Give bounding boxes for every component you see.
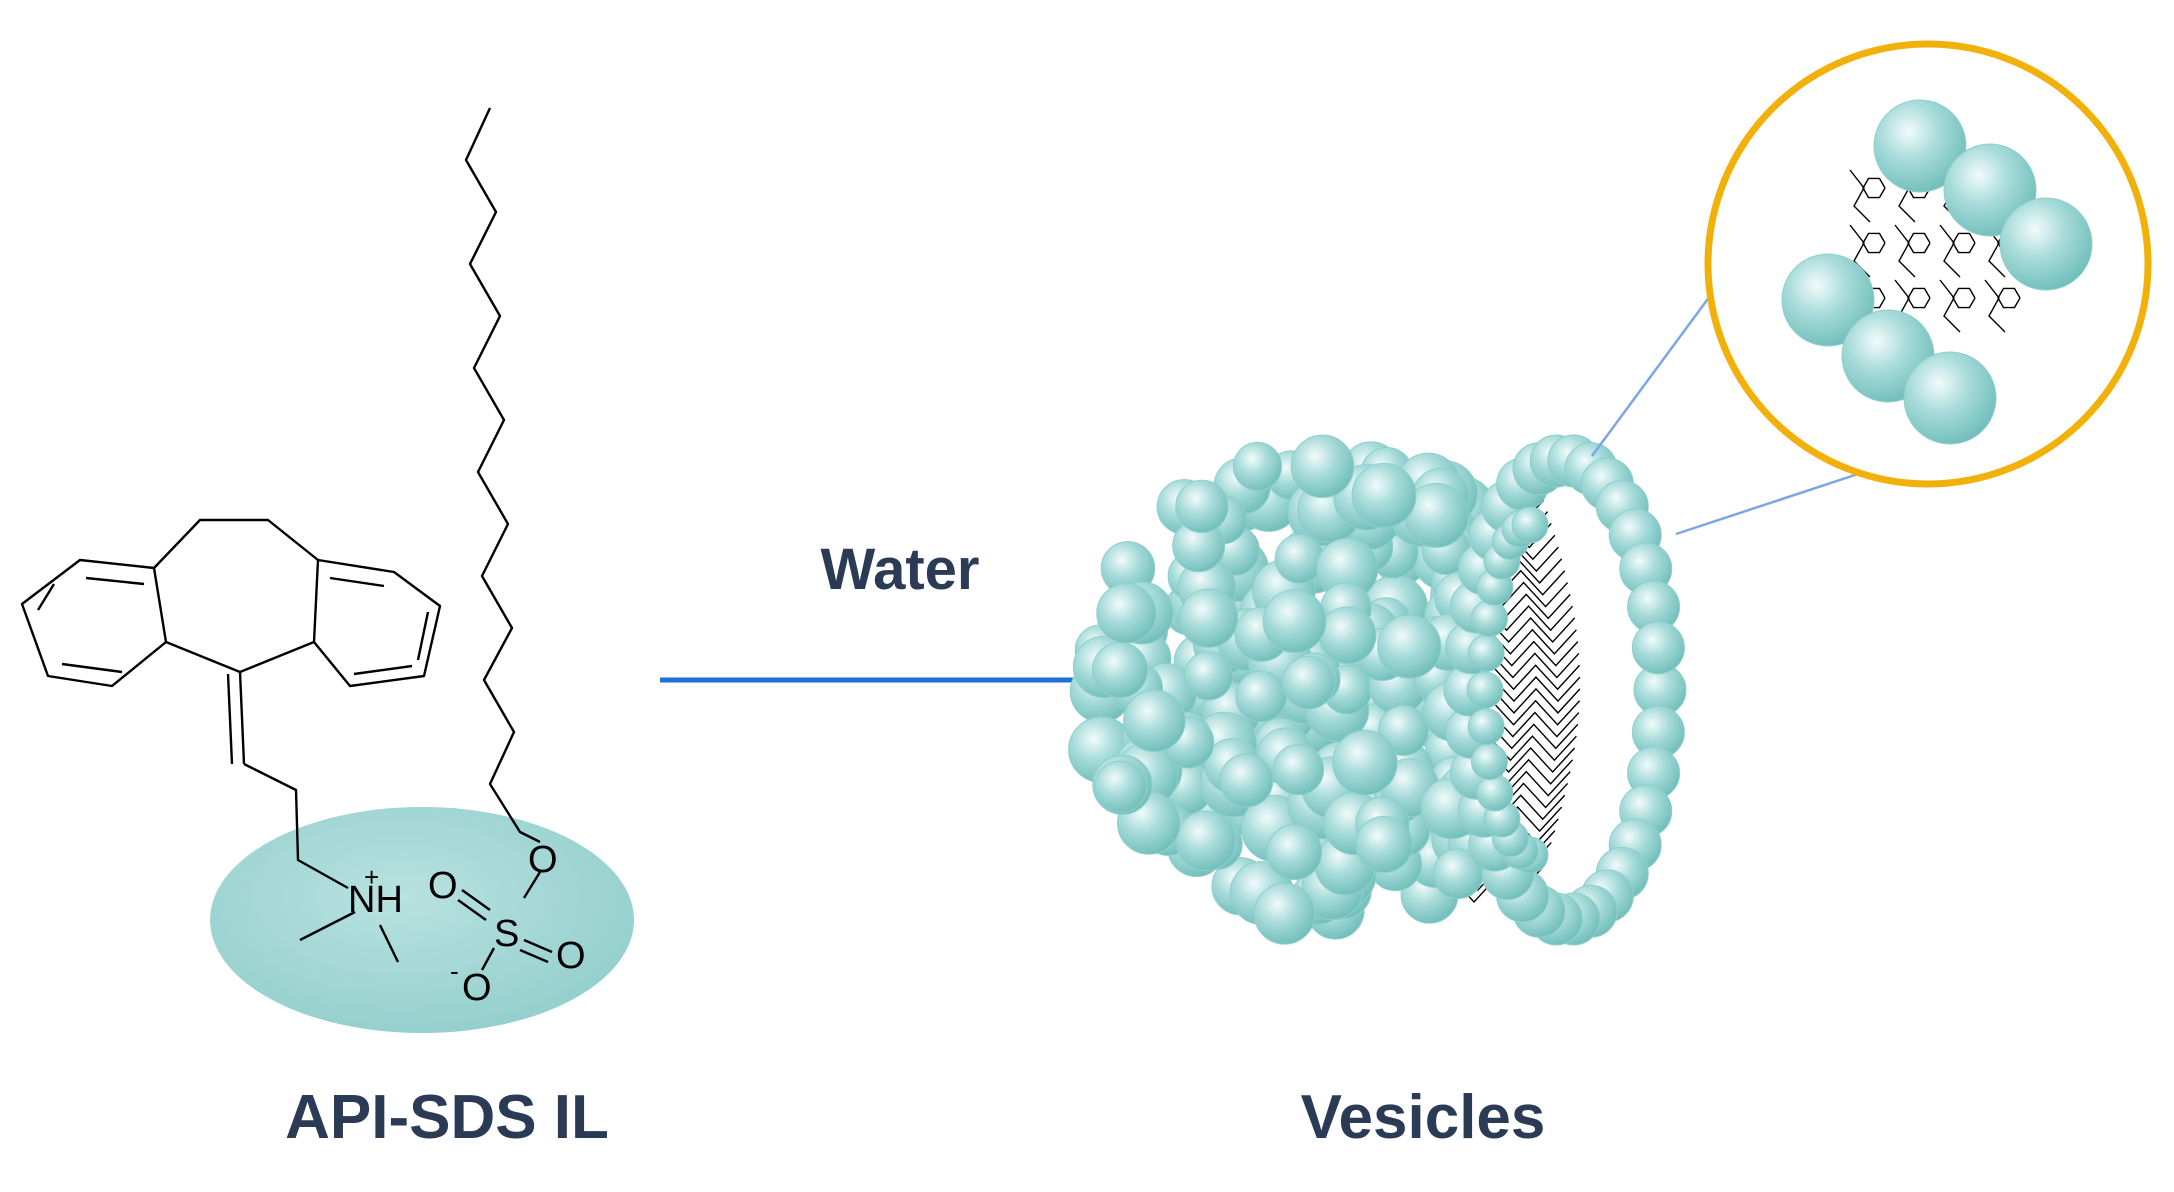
zoom-tail-line (1849, 169, 1871, 223)
vesicle-sphere (1281, 655, 1336, 710)
zoom-tail-line (1984, 279, 2006, 333)
vesicle-sphere (1467, 708, 1505, 746)
vesicle-sphere (1262, 589, 1327, 653)
headgroup-ellipse (210, 807, 634, 1033)
vesicle-sphere (1332, 729, 1398, 796)
zoom-ring-line (1952, 232, 1976, 254)
magnifier-circle-icon (1704, 40, 2152, 488)
zoom-ring-line (1862, 177, 1886, 199)
zoom-connector-lines (1590, 295, 1859, 536)
vesicle-sphere (1290, 434, 1355, 499)
zoom-sphere (1903, 351, 1997, 445)
ammonium-label: NH (348, 879, 403, 921)
oxygen-anion: O (462, 967, 492, 1009)
vesicle-sphere (1476, 774, 1514, 812)
zoom-sphere (1999, 197, 2093, 291)
vesicle-sphere (1466, 671, 1504, 709)
ammonium-charge: + (364, 862, 379, 892)
vesicle-sphere (1235, 670, 1287, 723)
vesicle-sphere (1355, 815, 1413, 874)
zoom-ring-line (1997, 287, 2021, 309)
vesicle-sphere (1232, 441, 1283, 491)
bond-lines (20, 107, 553, 971)
right-arrow-icon (660, 668, 1110, 692)
zoom-ring-line (1907, 232, 1931, 254)
vesicle-illustration (1068, 434, 1687, 946)
sulfur-label: S (494, 913, 519, 955)
oxygen-right: O (556, 935, 586, 977)
vesicle-sphere (1266, 824, 1323, 881)
vesicle-sphere (1351, 462, 1417, 528)
api-sds-molecule: NH + S O O O O - (20, 107, 634, 1033)
zoom-ring-line (1907, 287, 1931, 309)
vesicle-sphere (1470, 743, 1508, 781)
zoom-tail-line (1939, 224, 1961, 278)
zoom-sphere (1873, 99, 1967, 193)
condition-label: Water (820, 537, 980, 602)
vesicle-sphere (1467, 634, 1505, 672)
reactant-label: API-SDS IL (285, 1083, 609, 1152)
oxygen-left: O (428, 865, 458, 907)
vesicle-sphere (1253, 882, 1316, 945)
vesicle-sphere (1470, 599, 1508, 637)
vesicle-sphere (1183, 651, 1234, 701)
vesicle-sphere (1511, 506, 1549, 544)
vesicle-sphere (1219, 753, 1274, 808)
vesicle-sphere (1091, 642, 1148, 699)
vesicle-sphere (1631, 621, 1685, 675)
product-label: Vesicles (1300, 1083, 1546, 1152)
vesicle-sphere (1096, 583, 1157, 644)
zoom-ring-line (1862, 232, 1886, 254)
vesicle-sphere (1318, 606, 1377, 665)
vesicle-sphere (1274, 533, 1325, 584)
vesicle-sphere (1178, 588, 1239, 648)
zoom-ring-line (1952, 287, 1976, 309)
vesicle-sphere (1377, 614, 1442, 679)
zoom-sphere (1781, 253, 1875, 347)
zoom-tail-line (1939, 279, 1961, 333)
zoom-tail-line (1894, 224, 1916, 278)
vesicle-sphere (1175, 810, 1237, 872)
vesicle-sphere (1123, 689, 1186, 753)
vesicle-sphere (1094, 760, 1147, 813)
anion-charge: - (450, 956, 459, 986)
vesicle-sphere (1175, 479, 1229, 534)
oxygen-ester: O (528, 839, 558, 881)
vesicle-sphere (1272, 743, 1325, 796)
